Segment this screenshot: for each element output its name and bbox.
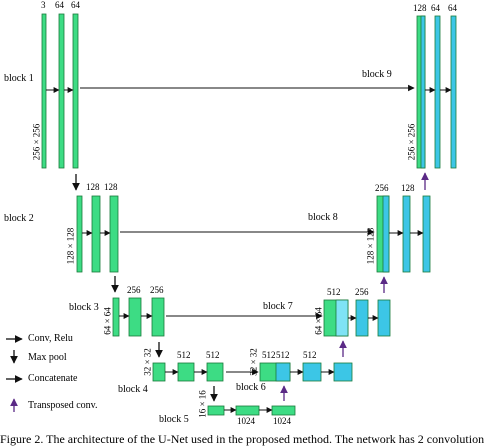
block5-conv1-bar [235, 405, 260, 416]
block1-conv1-bar [58, 13, 65, 169]
channels-b9-conv2: 64 [448, 3, 457, 13]
label-block6: block 6 [236, 382, 266, 393]
legend-symbols [6, 335, 23, 412]
block8-conv2-bar [422, 195, 431, 273]
block7-conv1-bar [355, 299, 369, 337]
size-b8: 128 × 128 [365, 227, 376, 265]
block1-conv2-bar [72, 13, 79, 169]
skip-arrows [80, 84, 415, 376]
legend-transposed-label: Transposed conv. [28, 400, 98, 411]
block8-concat-bar-part [382, 195, 390, 273]
size-b9: 256 × 256 [406, 123, 417, 161]
conv-arrows [46, 87, 452, 413]
size-b2: 128 × 128 [65, 227, 76, 265]
channels-b7-conv1: 256 [355, 287, 369, 297]
block7-conv2-bar [377, 299, 391, 337]
channels-b8-conv1: 128 [401, 183, 415, 193]
channels-b5-conv1: 1024 [237, 416, 255, 426]
channels-b9-concat: 128 [413, 3, 427, 13]
legend-concat-label: Concatenate [28, 373, 78, 384]
block6-concat-bar-part [275, 362, 291, 382]
channels-b5-conv2: 1024 [273, 416, 291, 426]
size-b7: 64 × 64 [313, 307, 324, 335]
legend-pool-label: Max pool [28, 352, 67, 363]
block2-conv2-bar [109, 195, 119, 273]
block4-pooled-bar [152, 362, 166, 382]
block4-conv1-bar [177, 362, 195, 382]
label-block2: block 2 [4, 213, 34, 224]
label-block9: block 9 [362, 69, 392, 80]
block5-pooled-bar [207, 405, 225, 416]
size-b3: 64 × 64 [102, 307, 113, 335]
block3-pooled-bar [112, 297, 120, 337]
channels-b8-concat: 256 [375, 183, 389, 193]
block6-conv1-bar [302, 362, 322, 382]
channels-b3-conv1: 256 [127, 285, 141, 295]
channels-b3-conv2: 256 [150, 285, 164, 295]
channels-b9-conv1: 64 [431, 3, 440, 13]
block7-concat-bar-part [335, 299, 349, 337]
transposed-conv-arrows [280, 172, 429, 401]
channels-b2-conv1: 128 [86, 182, 100, 192]
channels-b4-conv2: 512 [206, 350, 220, 360]
label-block7: block 7 [263, 301, 293, 312]
label-block5: block 5 [159, 414, 189, 425]
block2-conv1-bar [91, 195, 101, 273]
label-block3: block 3 [69, 302, 99, 313]
channels-b6-concat-a: 512 [262, 350, 276, 360]
block3-conv2-bar [151, 297, 165, 337]
size-b4: 32 × 32 [142, 348, 153, 376]
channels-b4-conv1: 512 [177, 350, 191, 360]
label-block4: block 4 [118, 384, 148, 395]
legend-conv-label: Conv, Relu [28, 333, 73, 344]
block2-pooled-bar [76, 195, 83, 273]
size-b1: 256 × 256 [31, 123, 42, 161]
figure-caption: Figure 2. The architecture of the U-Net … [0, 432, 484, 446]
diagram-canvas [6, 13, 457, 416]
block5-conv2-bar [271, 405, 296, 416]
channels-b7-concat: 512 [327, 287, 341, 297]
block1-input-bar [41, 13, 47, 169]
channels-b6-concat-b: 512 [276, 350, 290, 360]
size-b6: 32 × 32 [248, 348, 259, 376]
block9-conv2-bar [450, 15, 457, 169]
block9-concat-bar-part [420, 15, 426, 169]
channels-b2-conv2: 128 [104, 182, 118, 192]
block6-conv2-bar [333, 362, 353, 382]
label-block1: block 1 [4, 73, 34, 84]
block9-conv1-bar [434, 15, 441, 169]
maxpool-arrows [72, 174, 218, 402]
channels-b1-conv1: 64 [55, 0, 64, 10]
block4-conv2-bar [206, 362, 224, 382]
channels-b1-input: 3 [41, 0, 46, 10]
block8-conv1-bar [402, 195, 411, 273]
size-b5: 16 × 16 [197, 390, 208, 418]
channels-b1-conv2: 64 [71, 0, 80, 10]
channels-b6-conv1: 512 [303, 350, 317, 360]
label-block8: block 8 [308, 212, 338, 223]
block3-conv1-bar [128, 297, 142, 337]
